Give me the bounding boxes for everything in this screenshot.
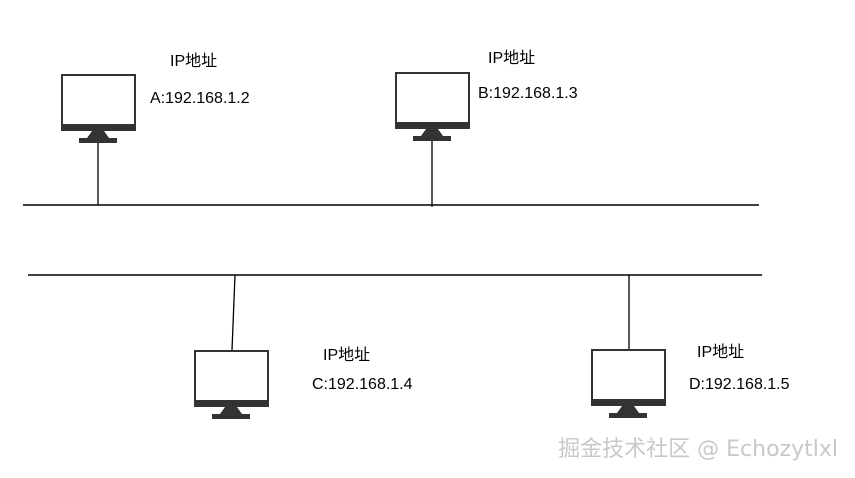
- host-b-monitor-icon: [395, 72, 470, 141]
- host-c-monitor-icon: [194, 350, 269, 419]
- host-c-drop-cable: [231, 274, 236, 351]
- host-a-heading: IP地址: [170, 52, 217, 70]
- host-d-address: D:192.168.1.5: [689, 376, 790, 393]
- host-c-heading: IP地址: [323, 346, 370, 364]
- host-c-address: C:192.168.1.4: [312, 376, 413, 393]
- host-b-heading: IP地址: [488, 49, 535, 67]
- host-a-address: A:192.168.1.2: [150, 90, 250, 107]
- host-a-monitor-icon: [61, 74, 136, 143]
- host-b-address: B:192.168.1.3: [478, 85, 578, 102]
- host-d-heading: IP地址: [697, 343, 744, 361]
- watermark-text: 掘金技术社区 @ Echozytlxl: [558, 437, 838, 462]
- host-d-monitor-icon: [591, 349, 666, 418]
